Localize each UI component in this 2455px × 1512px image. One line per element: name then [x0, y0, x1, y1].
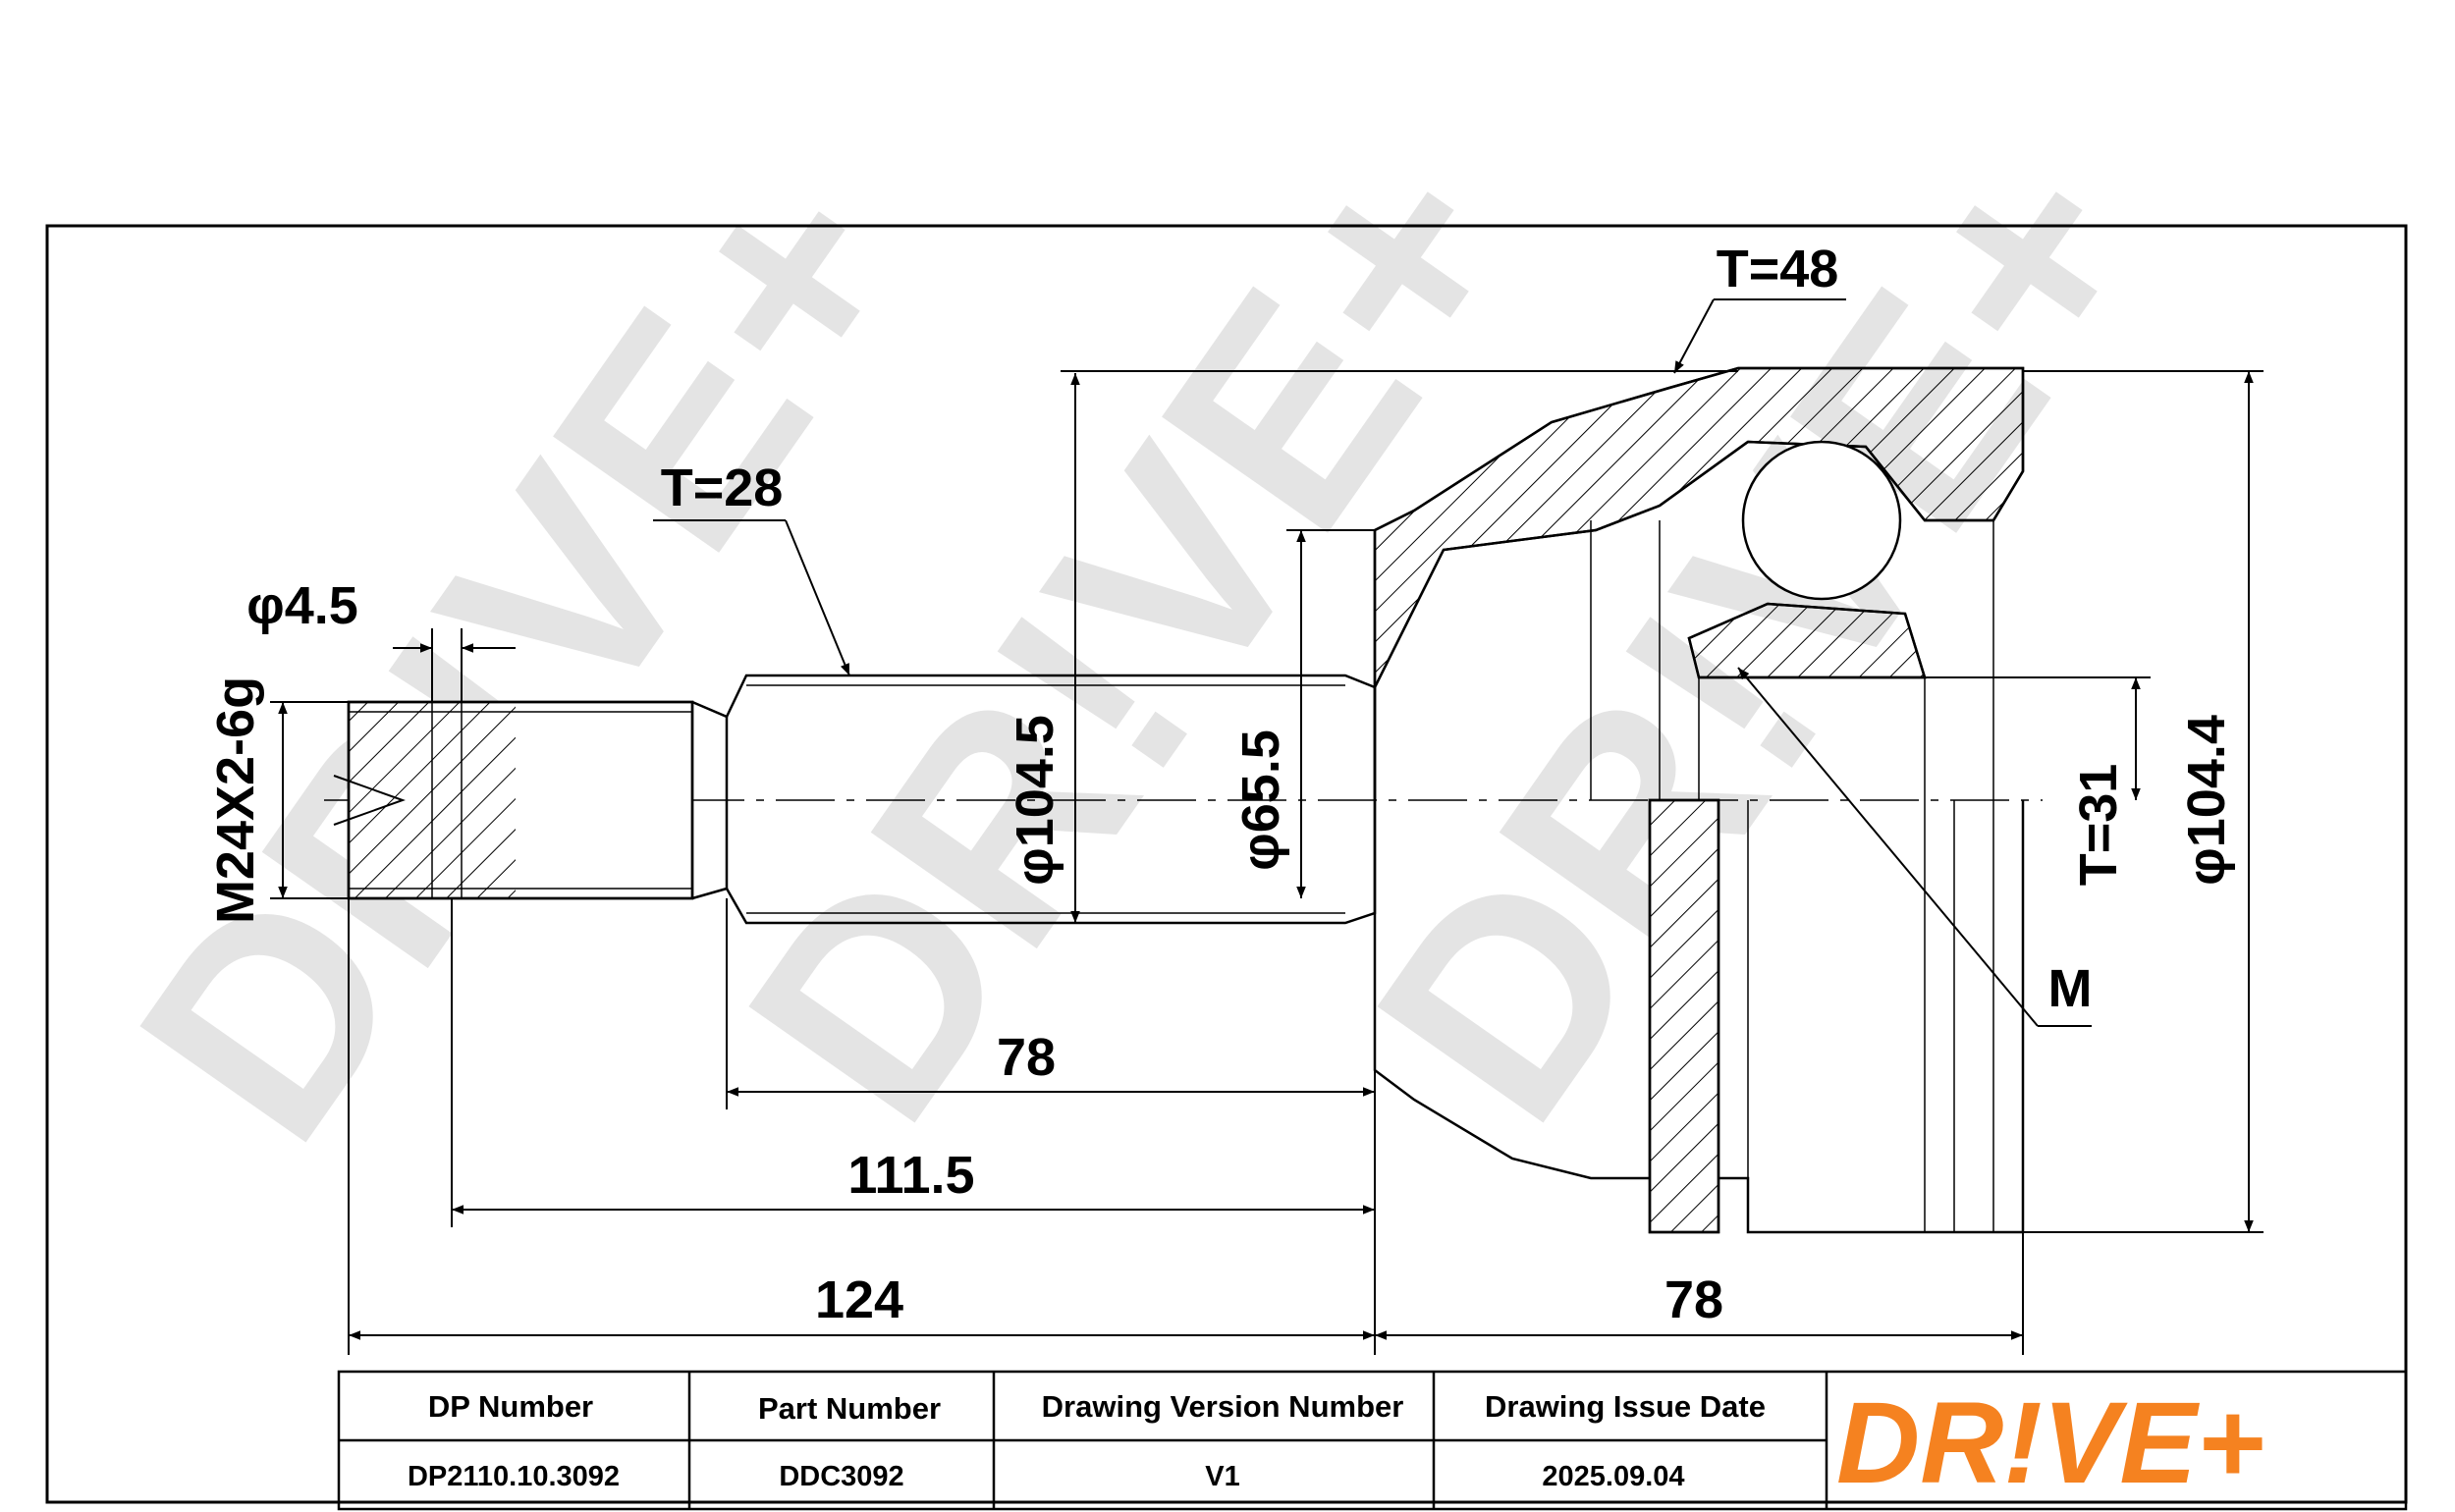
- dim-abs-ring-teeth: T=31: [2069, 764, 2128, 887]
- dim-spline-length: 78: [997, 1028, 1056, 1087]
- dim-outer-diameter: φ104.4: [2177, 715, 2236, 886]
- dim-thread: M24X2-6g: [206, 676, 265, 924]
- dim-shaft-length: 111.5: [847, 1146, 974, 1205]
- value-dp-number: DP2110.10.3092: [408, 1461, 620, 1492]
- value-part-number: DDC3092: [779, 1461, 903, 1492]
- header-drawing-version: Drawing Version Number: [1042, 1389, 1404, 1424]
- drawing-frame: [45, 224, 2408, 1504]
- dim-internal-thread: M: [2048, 959, 2093, 1018]
- dim-seal-diameter: φ65.5: [1231, 729, 1290, 871]
- stub-shaft: [333, 674, 1377, 925]
- outer-joint-housing: [1373, 366, 2025, 1234]
- header-dp-number: DP Number: [428, 1389, 593, 1424]
- dim-spline-teeth-shaft: T=28: [661, 459, 784, 517]
- dim-hole-diameter: φ4.5: [246, 576, 358, 635]
- drive-plus-logo: DR!VE+: [1836, 1378, 2264, 1508]
- dim-housing-length: 78: [1664, 1270, 1723, 1329]
- title-block: [337, 1370, 2408, 1511]
- dim-shaft-overall-diameter: φ104.5: [1006, 715, 1064, 886]
- value-drawing-version: V1: [1205, 1461, 1239, 1492]
- dim-total-stub-length: 124: [815, 1270, 903, 1329]
- dimension-lines: [270, 298, 2264, 1355]
- header-part-number: Part Number: [758, 1391, 941, 1426]
- dim-outer-spline-teeth: T=48: [1717, 240, 1839, 298]
- value-issue-date: 2025.09.04: [1542, 1461, 1684, 1492]
- header-issue-date: Drawing Issue Date: [1485, 1389, 1766, 1424]
- joint-ball: [1741, 440, 1902, 601]
